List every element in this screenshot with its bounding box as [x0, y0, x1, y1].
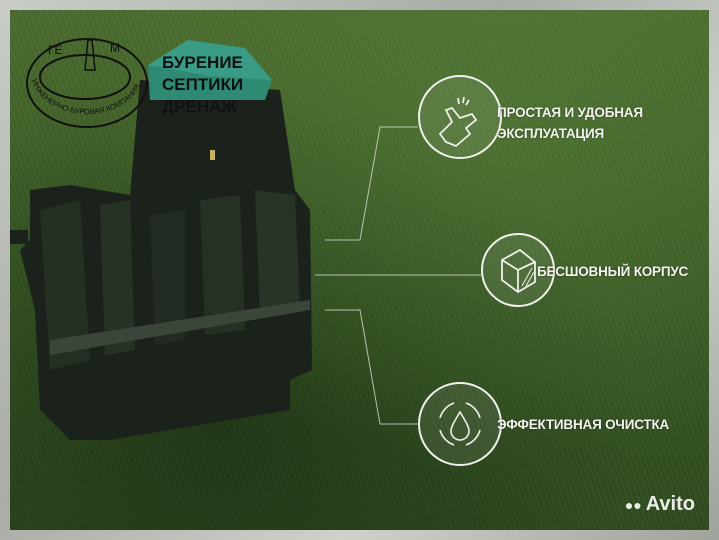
feature-easy-operation: ПРОСТАЯ И УДОБНАЯ ЭКСПЛУАТАЦИЯ	[497, 102, 643, 144]
connector-lines	[315, 126, 481, 425]
cube-icon	[501, 248, 536, 294]
feature-seamless-body: БЕСШОВНЫЙ КОРПУС	[537, 261, 688, 282]
brand-line: ДРЕНАЖ	[162, 97, 237, 116]
watermark-text: Avito	[645, 493, 695, 515]
svg-text:ИНЖЕНЕРНО-БУРОВАЯ КОМПАНИЯ: ИНЖЕНЕРНО-БУРОВАЯ КОМПАНИЯ	[30, 78, 142, 116]
feature-text: БЕСШОВНЫЙ КОРПУС	[537, 264, 689, 279]
feature-efficient-cleaning: ЭФФЕКТИВНАЯ ОЧИСТКА	[497, 414, 669, 435]
water-drop-cycle-icon	[439, 402, 481, 446]
avito-dots-icon: ●●	[624, 496, 642, 513]
septic-tank	[10, 40, 312, 440]
feature-text: ЭКСПЛУАТАЦИЯ	[497, 126, 605, 141]
grass-scene: ГЕ М ИНЖЕНЕРНО-БУРОВАЯ КОМПАНИЯ БУРЕНИЕ …	[10, 10, 709, 530]
svg-text:ГЕ: ГЕ	[48, 43, 63, 57]
feature-text: ПРОСТАЯ И УДОБНАЯ	[497, 105, 643, 120]
feature-circle-3	[418, 382, 502, 466]
avito-watermark: ●● Avito	[625, 493, 695, 516]
feature-text: ЭФФЕКТИВНАЯ ОЧИСТКА	[497, 417, 670, 432]
brand-line: СЕПТИКИ	[162, 75, 244, 94]
brand-text: БУРЕНИЕ СЕПТИКИ ДРЕНАЖ	[162, 52, 243, 118]
septic-tank-illustration: ГЕ М ИНЖЕНЕРНО-БУРОВАЯ КОМПАНИЯ	[10, 38, 555, 466]
company-logo: ГЕ М ИНЖЕНЕРНО-БУРОВАЯ КОМПАНИЯ	[26, 38, 148, 128]
brand-line: БУРЕНИЕ	[162, 53, 243, 72]
svg-text:М: М	[110, 41, 120, 55]
hand-snap-icon	[438, 96, 478, 148]
